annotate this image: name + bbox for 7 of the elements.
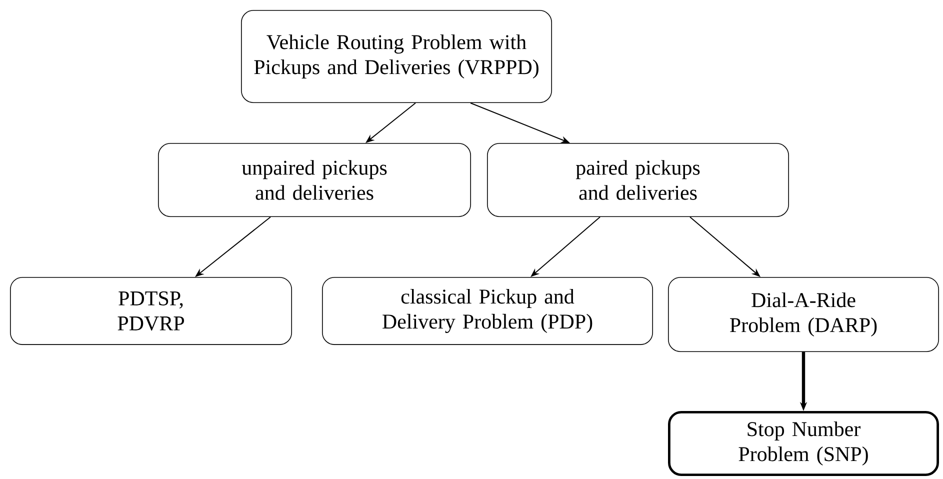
process-box: unpaired pickups and deliveries xyxy=(158,142,471,217)
process-box: Stop Number Problem (SNP) xyxy=(668,410,939,476)
process-box: PDTSP, PDVRP xyxy=(10,276,292,345)
process-box: paired pickups and deliveries xyxy=(487,142,789,217)
process-box: Vehicle Routing Problem with Pickups and Deliveries (VRPPD) xyxy=(241,10,552,103)
process-box: classical Pickup and Delivery Problem (PDP) xyxy=(322,276,653,345)
process-box: Dial-A-Ride Problem (DARP) xyxy=(668,276,939,352)
